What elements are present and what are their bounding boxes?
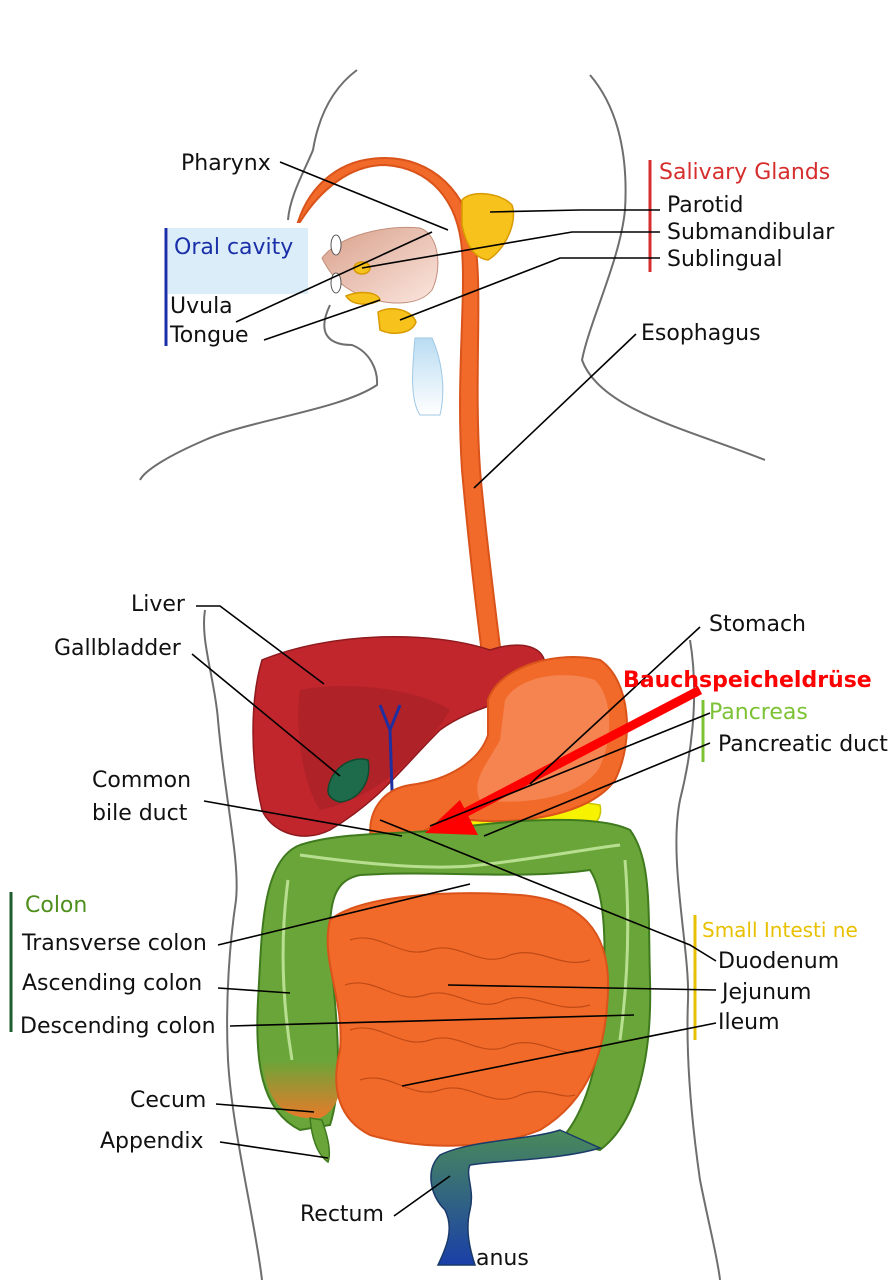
label-esophagus: Esophagus [641,321,761,346]
leader-lines [191,161,717,1217]
small-intestine-title: Small Intesti ne [702,918,858,942]
intestine-folds [344,937,591,1100]
label-tongue: Tongue [169,323,249,348]
label-pancreatic-duct: Pancreatic duct [718,732,888,757]
colon-band-3 [618,859,630,1041]
label-uvula: Uvula [170,294,233,319]
colon-title: Colon [25,893,87,918]
label-stomach: Stomach [709,612,806,637]
label-descending-colon: Descending colon [20,1014,216,1039]
colon-shape [256,818,652,1152]
label-jejunum: Jejunum [720,980,811,1005]
upper-tooth-shape [330,234,342,256]
pancreas-title: Pancreas [709,700,808,725]
trachea-shape [412,337,444,416]
label-ileum: Ileum [718,1010,780,1035]
gallbladder-shape [327,758,370,803]
label-duodenum: Duodenum [718,949,839,974]
label-common-bile-duct-2: bile duct [92,801,188,826]
oral-cavity-title: Oral cavity [174,235,293,260]
label-common-bile-duct-1: Common [92,768,191,793]
label-gallbladder: Gallbladder [54,636,182,661]
oral-cavity-highlight [168,228,308,294]
rectum-shape [430,1129,603,1266]
label-parotid: Parotid [667,193,743,218]
label-appendix: Appendix [100,1129,204,1154]
colon-band [299,843,621,869]
salivary-glands-title: Salivary Glands [659,160,830,185]
bauchspeicheldruese-annotation: Bauchspeicheldrüse [623,668,872,693]
label-submandibular: Submandibular [667,220,835,245]
appendix-shape [309,1117,331,1164]
label-rectum: Rectum [300,1202,384,1227]
label-transverse-colon: Transverse colon [21,931,207,956]
label-ascending-colon: Ascending colon [22,971,202,996]
label-cecum: Cecum [130,1088,206,1113]
label-anus: anus [476,1246,529,1271]
label-sublingual: Sublingual [667,247,783,272]
body-outline [139,69,766,1280]
label-liver: Liver [131,592,186,617]
stomach-inner-shape [477,675,610,802]
label-pharynx: Pharynx [181,151,271,176]
cecum-shape [262,1060,342,1119]
colon-band-2 [281,879,294,1061]
